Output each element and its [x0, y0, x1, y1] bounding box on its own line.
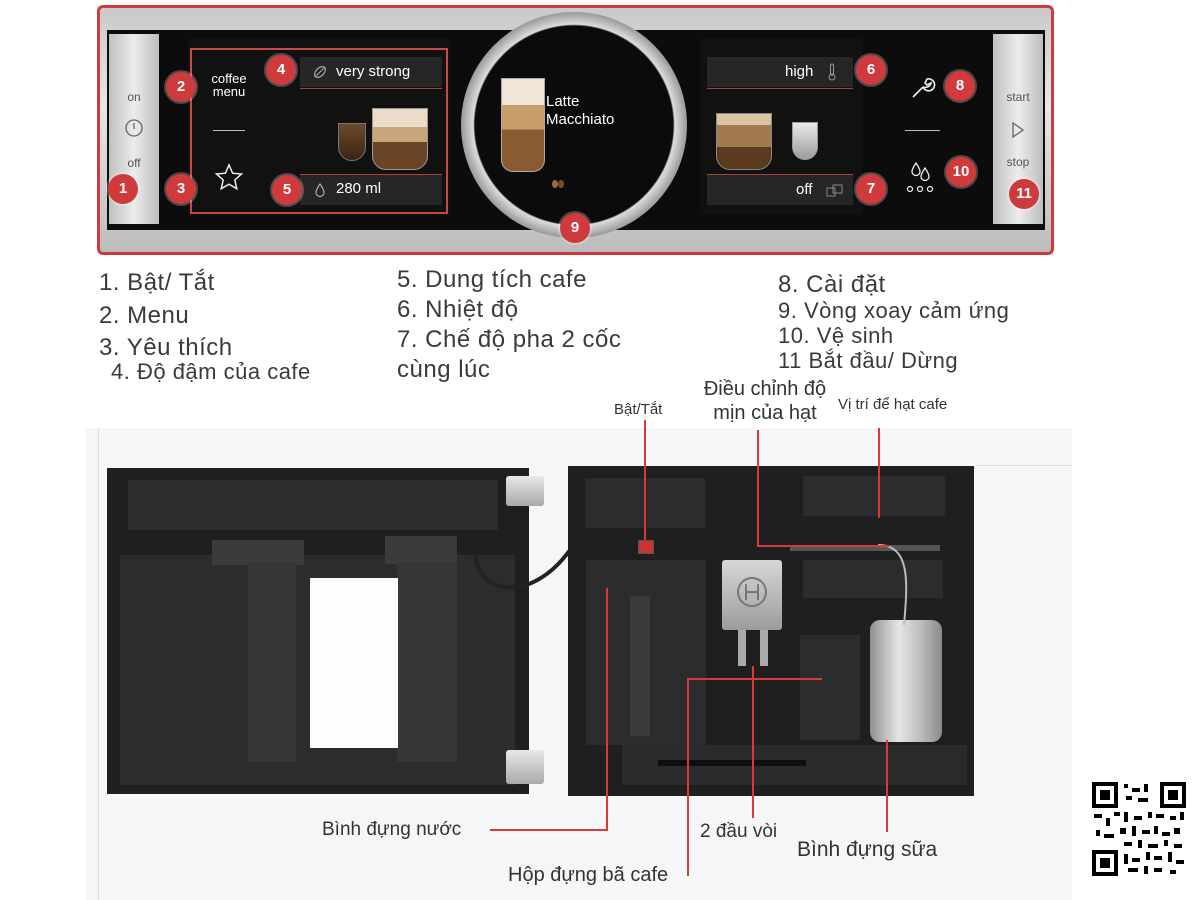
coffee-menu-label[interactable]: coffee menu — [198, 72, 260, 98]
door-cable — [470, 545, 580, 605]
water-tank-handle — [630, 596, 650, 736]
marker-6: 6 — [856, 55, 886, 85]
leader-on-off — [644, 420, 646, 540]
cappuccino-cup-image — [716, 113, 772, 170]
leader-grounds-h — [687, 678, 822, 680]
callout-grind: Điều chỉnh độ mịn của hạt — [690, 377, 840, 425]
door-top-bar — [128, 480, 498, 530]
legend-item-5: 5. Dung tích cafe — [397, 266, 587, 294]
callout-bean-position: Vị trí để hạt cafe — [838, 396, 947, 413]
leader-bean — [878, 428, 880, 518]
legend-item-6: 6. Nhiệt độ — [397, 296, 519, 324]
power-icon — [124, 118, 144, 138]
volume-overline — [300, 174, 442, 175]
brand-logo-icon — [735, 575, 769, 609]
spout-left — [738, 630, 746, 666]
double-cup-overline — [707, 174, 853, 175]
hinge-bottom — [506, 750, 544, 784]
bean-container-lid — [803, 476, 945, 516]
drop-icon — [314, 182, 326, 198]
marker-9: 9 — [560, 213, 590, 243]
milk-container[interactable] — [870, 620, 942, 742]
leader-grind-h — [757, 545, 889, 547]
door-window — [310, 578, 398, 748]
marker-10: 10 — [946, 157, 976, 187]
marker-4: 4 — [266, 55, 296, 85]
leader-water-h — [490, 829, 608, 831]
legend-item-7-cont: cùng lúc — [397, 356, 490, 384]
marker-7: 7 — [856, 174, 886, 204]
milk-glass-image — [792, 122, 818, 160]
marker-5: 5 — [272, 175, 302, 205]
legend-item-9: 9. Vòng xoay cảm ứng — [778, 298, 1009, 324]
clean-drop-icon[interactable] — [905, 160, 939, 194]
bean-icon — [312, 64, 328, 80]
volume-value: 280 ml — [336, 180, 381, 197]
wrench-icon[interactable] — [910, 74, 936, 100]
drip-area — [800, 635, 860, 740]
strength-underline — [300, 88, 442, 89]
cabinet-edge-right — [975, 465, 1072, 466]
coffee-bean-icon — [551, 179, 565, 189]
legend-item-7: 7. Chế độ pha 2 cốc — [397, 326, 621, 354]
qr-code[interactable] — [1092, 782, 1186, 876]
callout-water-tank: Bình đựng nước — [322, 819, 461, 841]
grounds-box-slot — [658, 760, 806, 766]
off-label: off — [109, 156, 159, 170]
marker-11: 11 — [1009, 179, 1039, 209]
strength-value: very strong — [336, 63, 410, 80]
marker-3: 3 — [166, 174, 196, 204]
leader-grounds-v — [687, 678, 689, 876]
cabinet-edge-left — [98, 428, 99, 900]
legend-item-10: 10. Vệ sinh — [778, 323, 894, 349]
leader-grind-v — [757, 430, 759, 545]
marker-2: 2 — [166, 72, 196, 102]
temperature-value: high — [785, 63, 813, 80]
milk-tube — [870, 540, 920, 630]
small-cup-image — [338, 123, 366, 161]
marker-1: 1 — [108, 174, 138, 204]
thermometer-icon — [827, 63, 837, 81]
spout-right — [760, 630, 768, 666]
latte-cup-image — [372, 108, 428, 170]
legend-item-4: 4. Độ đậm của cafe — [111, 359, 311, 385]
leader-milk — [886, 740, 888, 832]
double-cup-value: off — [796, 181, 812, 198]
settings-divider — [905, 130, 940, 131]
callout-spouts: 2 đầu vòi — [700, 821, 777, 843]
star-icon[interactable] — [214, 163, 244, 191]
callout-milk-container: Bình đựng sữa — [797, 838, 937, 862]
drink-name: Latte Macchiato — [546, 93, 614, 129]
on-label: on — [109, 90, 159, 104]
qr-code-icon — [1092, 782, 1186, 876]
leader-spouts — [752, 666, 754, 818]
start-label: start — [993, 90, 1043, 104]
door-pillar-left — [248, 562, 296, 762]
menu-divider — [213, 130, 245, 131]
callout-grounds-box: Hộp đựng bã cafe — [508, 864, 668, 887]
stop-label: stop — [993, 155, 1043, 169]
legend-item-11: 11 Bắt đầu/ Dừng — [778, 348, 958, 374]
marker-8: 8 — [945, 71, 975, 101]
legend-item-1: 1. Bật/ Tắt — [99, 269, 215, 297]
door-handle-right — [385, 536, 457, 564]
temperature-underline — [707, 88, 853, 89]
latte-glass-image — [501, 78, 545, 172]
callout-on-off: Bật/Tắt — [614, 401, 662, 418]
power-switch[interactable] — [638, 540, 654, 554]
legend-item-8: 8. Cài đặt — [778, 271, 886, 299]
legend-item-2: 2. Menu — [99, 302, 189, 330]
double-cup-icon — [826, 183, 844, 197]
play-icon — [1009, 120, 1027, 140]
door-pillar-right — [397, 562, 457, 762]
legend-item-3: 3. Yêu thích — [99, 334, 233, 362]
leader-water-v — [606, 588, 608, 830]
hinge-top — [506, 476, 544, 506]
